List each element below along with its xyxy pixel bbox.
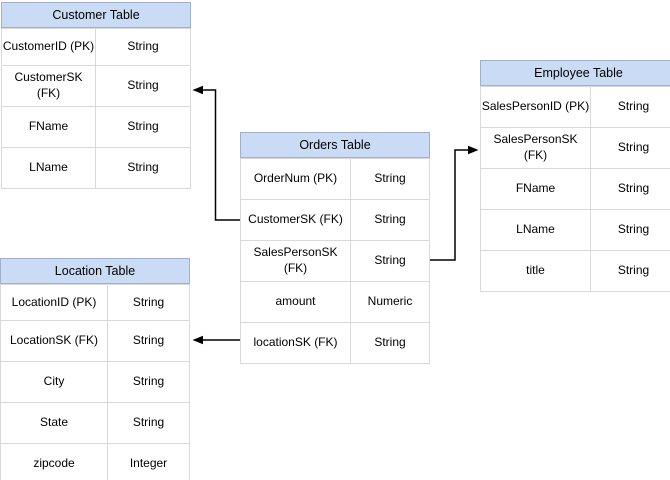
table-row: SalesPersonSK (FK) String xyxy=(241,240,429,281)
table-row: CustomerSK (FK) String xyxy=(2,65,190,106)
table-row: SalesPersonID (PK) String xyxy=(481,87,670,127)
field-name-cell: CustomerSK (FK) xyxy=(241,200,351,240)
field-type-cell: String xyxy=(132,294,165,309)
customer-table: Customer Table CustomerID (PK) String Cu… xyxy=(1,2,191,189)
table-body: OrderNum (PK) String CustomerSK (FK) Str… xyxy=(240,158,430,364)
table-row: FName String xyxy=(2,106,190,147)
table-body: LocationID (PK) String LocationSK (FK) S… xyxy=(0,284,190,480)
field-name-cell: LName xyxy=(481,210,591,250)
relationship-arrow-orders-to-customer xyxy=(192,85,240,221)
field-type-cell: String xyxy=(127,78,159,93)
table-row: State String xyxy=(1,402,189,443)
table-row: title String xyxy=(481,250,670,291)
table-row: City String xyxy=(1,361,189,402)
field-type-cell: String xyxy=(127,160,159,175)
table-row: LocationSK (FK) String xyxy=(1,320,189,361)
field-type-cell: String xyxy=(127,39,159,54)
field-name-cell: SalesPersonSK (FK) xyxy=(241,241,351,281)
table-row: OrderNum (PK) String xyxy=(241,159,429,199)
employee-table: Employee Table SalesPersonID (PK) String… xyxy=(480,60,670,292)
relationship-arrow-orders-to-employee xyxy=(430,145,479,261)
table-row: LocationID (PK) String xyxy=(1,285,189,320)
field-type-cell: String xyxy=(617,263,650,278)
field-name-cell: CustomerSK (FK) xyxy=(2,66,96,106)
table-row: CustomerID (PK) String xyxy=(2,29,190,65)
field-type-cell: String xyxy=(617,99,650,114)
field-name-cell: City xyxy=(1,362,108,402)
field-name-cell: LName xyxy=(2,148,96,188)
field-name-cell: CustomerID (PK) xyxy=(2,29,96,65)
field-name-cell: SalesPersonID (PK) xyxy=(481,87,591,127)
table-title: Location Table xyxy=(0,258,190,284)
field-name-cell: SalesPersonSK (FK) xyxy=(481,128,591,168)
relationship-arrow-orders-to-location xyxy=(192,335,240,345)
field-type-cell: String xyxy=(132,374,165,389)
table-row: LName String xyxy=(2,147,190,188)
field-type-cell: Numeric xyxy=(367,294,413,309)
orders-table: Orders Table OrderNum (PK) String Custom… xyxy=(240,132,430,364)
field-name-cell: FName xyxy=(481,169,591,209)
field-name-cell: OrderNum (PK) xyxy=(241,159,351,199)
field-name-cell: State xyxy=(1,403,108,443)
table-title: Customer Table xyxy=(1,2,191,28)
field-type-cell: String xyxy=(127,119,159,134)
field-name-cell: locationSK (FK) xyxy=(241,323,351,363)
table-row: zipcode Integer xyxy=(1,443,189,480)
field-type-cell: String xyxy=(132,415,165,430)
field-name-cell: LocationSK (FK) xyxy=(1,321,108,361)
field-type-cell: String xyxy=(617,181,650,196)
field-type-cell: String xyxy=(374,335,406,350)
field-type-cell: String xyxy=(374,212,406,227)
table-row: LName String xyxy=(481,209,670,250)
field-name-cell: FName xyxy=(2,107,96,147)
field-name-cell: title xyxy=(481,251,591,291)
table-row: locationSK (FK) String xyxy=(241,322,429,363)
table-row: amount Numeric xyxy=(241,281,429,322)
field-type-cell: String xyxy=(617,222,650,237)
table-row: CustomerSK (FK) String xyxy=(241,199,429,240)
field-type-cell: String xyxy=(132,333,165,348)
table-body: SalesPersonID (PK) String SalesPersonSK … xyxy=(480,86,670,292)
field-name-cell: zipcode xyxy=(1,444,108,480)
field-type-cell: String xyxy=(617,140,650,155)
table-title: Orders Table xyxy=(240,132,430,158)
field-type-cell: Integer xyxy=(129,456,168,471)
table-body: CustomerID (PK) String CustomerSK (FK) S… xyxy=(1,28,191,189)
field-name-cell: amount xyxy=(241,282,351,322)
field-type-cell: String xyxy=(374,171,406,186)
field-type-cell: String xyxy=(374,253,406,268)
location-table: Location Table LocationID (PK) String Lo… xyxy=(0,258,190,480)
table-row: FName String xyxy=(481,168,670,209)
field-name-cell: LocationID (PK) xyxy=(1,285,108,320)
table-row: SalesPersonSK (FK) String xyxy=(481,127,670,168)
table-title: Employee Table xyxy=(480,60,670,86)
